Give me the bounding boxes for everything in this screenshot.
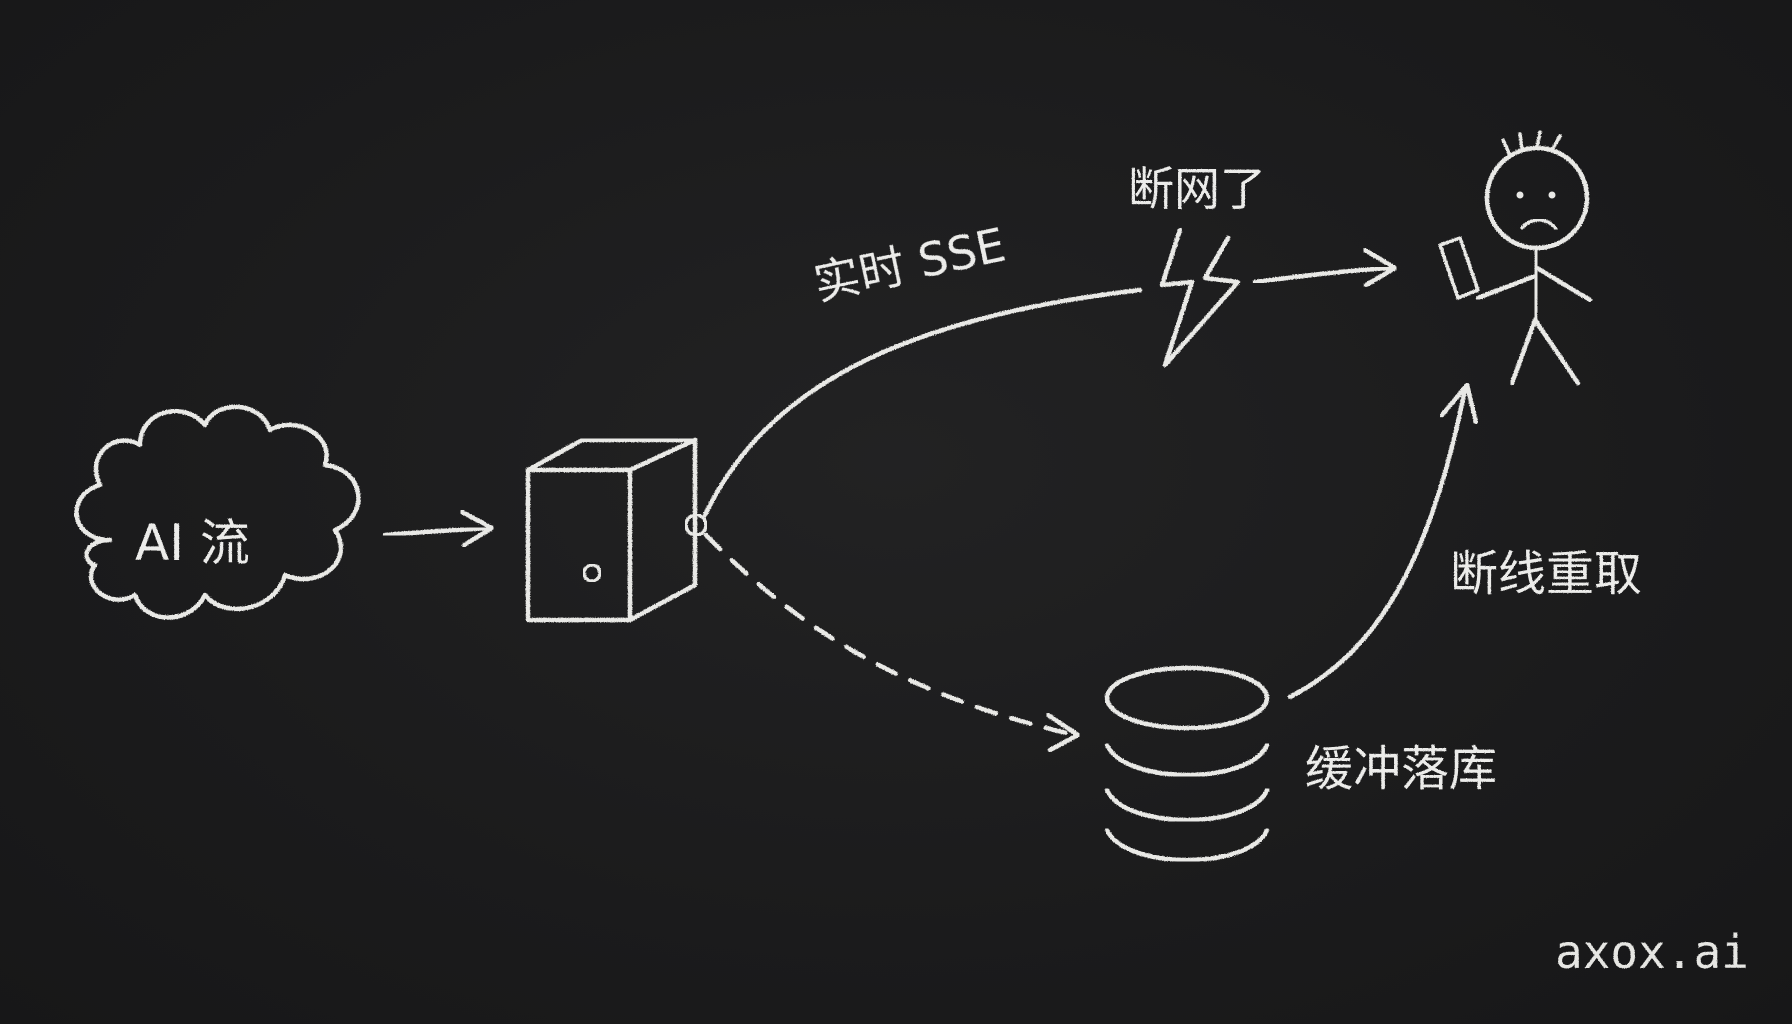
database-icon	[1104, 665, 1270, 863]
refetch-label: 断线重取	[1450, 546, 1642, 602]
arrow-disconnect-to-user	[1252, 247, 1398, 288]
cloud-icon	[74, 404, 361, 620]
arrow-cloud-to-server	[382, 509, 495, 548]
buffer-label: 缓冲落库	[1305, 741, 1497, 797]
cloud-label: AI 流	[135, 514, 250, 572]
refetch-path	[1287, 382, 1479, 700]
buffer-dashed-path	[703, 532, 1081, 753]
realtime-sse-path	[702, 287, 1143, 518]
user-figure-icon	[1475, 130, 1593, 386]
realtime-label: 实时 SSE	[809, 218, 1010, 311]
watermark: axox.ai	[1555, 925, 1749, 979]
split-node	[684, 513, 708, 537]
disconnect-label: 断网了	[1128, 162, 1266, 216]
server-icon	[525, 437, 698, 623]
phone-icon	[1438, 236, 1480, 300]
lightning-icon	[1159, 227, 1241, 368]
